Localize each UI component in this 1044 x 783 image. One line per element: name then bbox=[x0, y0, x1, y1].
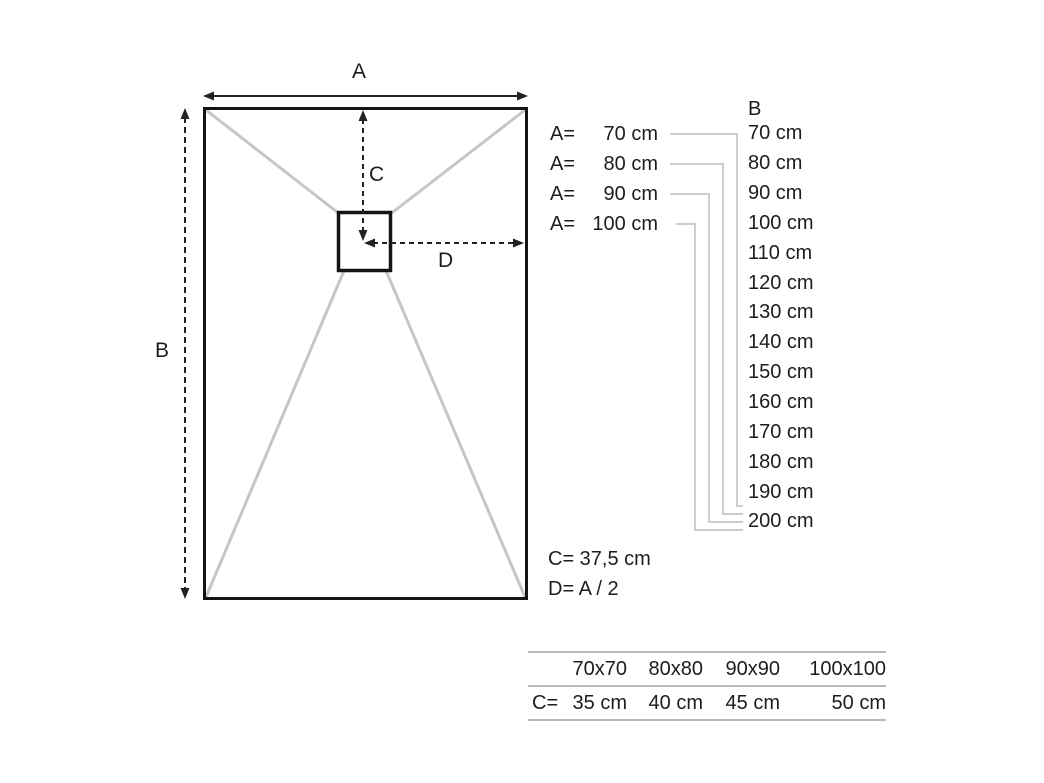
a-option-value: 90 cm bbox=[603, 182, 658, 205]
square-sizes-table: 70x70 80x80 90x90 100x100 C= 35 cm 40 cm… bbox=[528, 651, 886, 721]
a-options-list: A= 70 cm A= 80 cm A= 90 cm A= 100 cm bbox=[550, 119, 658, 239]
drain-square bbox=[336, 210, 393, 273]
b-value: 150 cm bbox=[748, 361, 814, 384]
b-value: 200 cm bbox=[748, 510, 814, 533]
dim-a-arrow bbox=[203, 91, 528, 101]
tray-outline bbox=[203, 107, 528, 600]
table-cell-size: 70x70 bbox=[572, 657, 628, 680]
a-option-value: 100 cm bbox=[592, 212, 658, 235]
table-cell-c-value: 45 cm bbox=[725, 691, 780, 714]
table-cell-size: 80x80 bbox=[648, 657, 704, 680]
b-value: 180 cm bbox=[748, 450, 814, 473]
a-to-b-leader-lines bbox=[670, 133, 743, 531]
a-option-prefix: A= bbox=[550, 152, 576, 175]
b-value: 130 cm bbox=[748, 301, 814, 324]
table-cell-size: 100x100 bbox=[809, 657, 886, 680]
b-value: 190 cm bbox=[748, 480, 814, 503]
table-cell-c-value: 50 cm bbox=[831, 691, 886, 714]
dim-b-arrow bbox=[180, 108, 190, 599]
b-value: 70 cm bbox=[748, 122, 803, 145]
dim-c-arrow bbox=[358, 110, 368, 241]
d-formula-note: D= A / 2 bbox=[548, 578, 619, 600]
a-option: A= 70 cm bbox=[550, 119, 658, 149]
b-value: 160 cm bbox=[748, 391, 814, 414]
dim-c-label: C bbox=[369, 163, 385, 186]
b-value: 80 cm bbox=[748, 152, 803, 175]
table-cell-size: 90x90 bbox=[725, 657, 781, 680]
b-value: 170 cm bbox=[748, 420, 814, 443]
table-cell-c-value: 35 cm bbox=[572, 691, 627, 714]
b-value: 140 cm bbox=[748, 331, 814, 354]
table-cell-c-value: 40 cm bbox=[648, 691, 703, 714]
a-option-prefix: A= bbox=[550, 122, 576, 145]
dim-b-label: B bbox=[155, 339, 170, 362]
b-value: 100 cm bbox=[748, 211, 814, 234]
b-value: 120 cm bbox=[748, 271, 814, 294]
a-option-prefix: A= bbox=[550, 212, 576, 235]
a-option: A= 100 cm bbox=[550, 209, 658, 239]
table-cell-c-label: C= bbox=[532, 691, 559, 714]
dim-a-label: A bbox=[352, 60, 367, 83]
a-option: A= 90 cm bbox=[550, 179, 658, 209]
dim-d-arrow bbox=[364, 238, 524, 248]
b-value: 110 cm bbox=[748, 241, 813, 264]
a-option: A= 80 cm bbox=[550, 149, 658, 179]
a-option-prefix: A= bbox=[550, 182, 576, 205]
table-row-sizes: 70x70 80x80 90x90 100x100 bbox=[528, 653, 886, 687]
tray-slope-lines bbox=[204, 108, 527, 598]
b-values-list: 70 cm 80 cm 90 cm 100 cm 110 cm 120 cm 1… bbox=[748, 119, 814, 537]
c-formula-note: C= 37,5 cm bbox=[548, 548, 651, 570]
a-option-value: 80 cm bbox=[603, 152, 658, 175]
b-value: 90 cm bbox=[748, 182, 803, 205]
table-row-c-values: C= 35 cm 40 cm 45 cm 50 cm bbox=[528, 687, 886, 721]
a-option-value: 70 cm bbox=[603, 122, 658, 145]
b-column-header: B bbox=[748, 98, 762, 120]
dim-d-label: D bbox=[438, 249, 454, 272]
